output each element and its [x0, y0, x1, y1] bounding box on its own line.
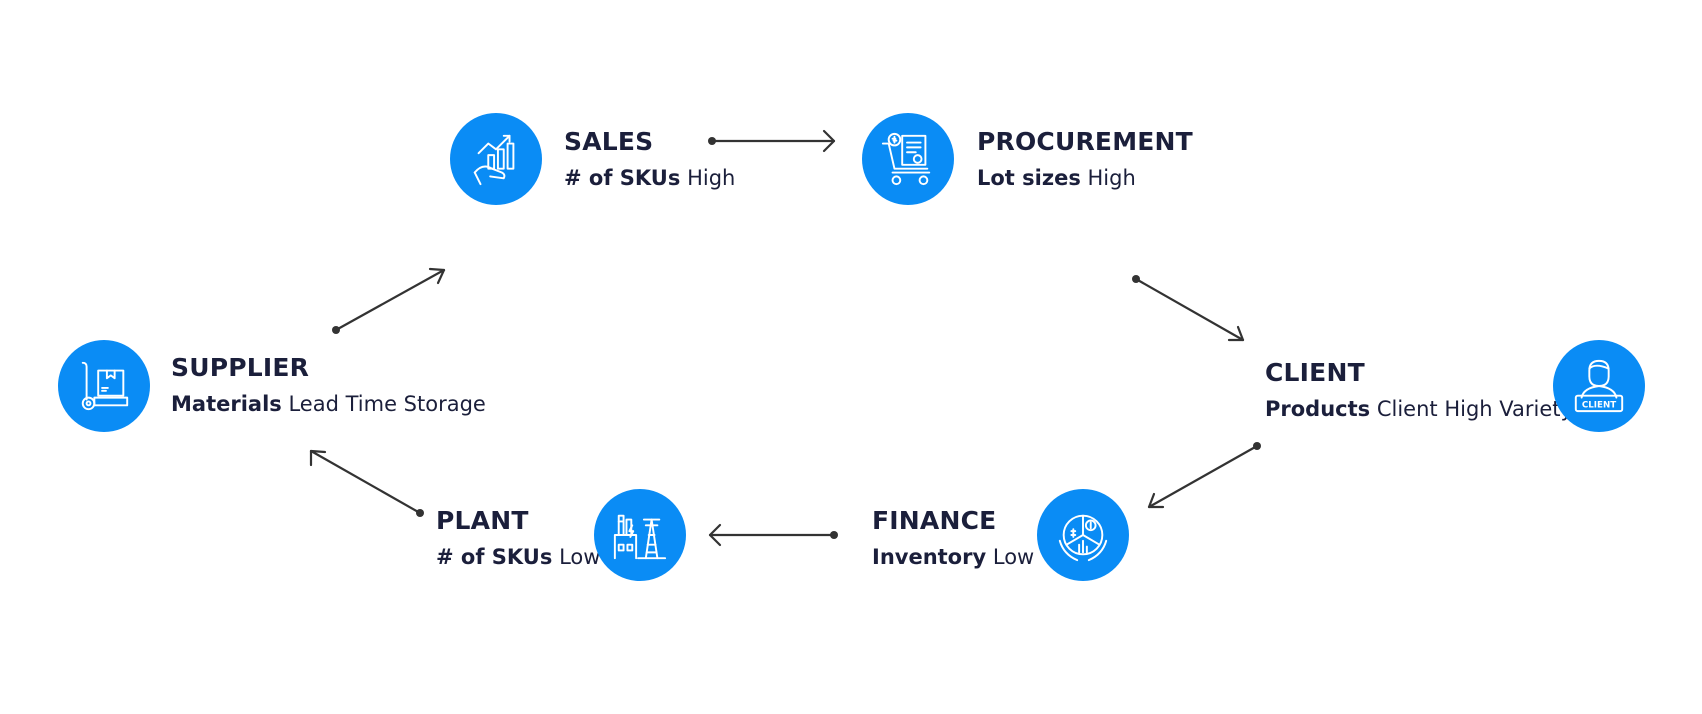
pie-chart-dollar-icon [1058, 514, 1108, 562]
procurement-value: High [1087, 166, 1136, 190]
client-label: CLIENT Products Client High Variety [1265, 358, 1573, 424]
sales-icon-circle [450, 113, 542, 205]
client-person-icon: CLIENT [1574, 359, 1624, 413]
procurement-label: PROCUREMENT Lot sizes High [977, 127, 1193, 193]
procurement-key: Lot sizes [977, 166, 1081, 190]
plant-value: Low [559, 545, 601, 569]
finance-label: FINANCE Inventory Low [872, 506, 1034, 572]
procurement-icon-circle [862, 113, 954, 205]
finance-value: Low [992, 545, 1035, 569]
hand-truck-box-icon [81, 361, 129, 411]
factory-tower-icon [613, 514, 667, 560]
cart-invoice-icon [881, 132, 931, 186]
finance-subtitle: Inventory Low [872, 542, 1034, 572]
plant-subtitle: # of SKUs Low [436, 542, 600, 572]
client-title: CLIENT [1265, 358, 1365, 387]
supplier-title: SUPPLIER [171, 353, 310, 382]
plant-key: # of SKUs [436, 545, 553, 569]
supplier-subtitle: Materials Lead Time Storage [171, 389, 486, 419]
sales-key: # of SKUs [564, 166, 681, 190]
procurement-title: PROCUREMENT [977, 127, 1193, 156]
plant-icon-circle [594, 489, 686, 581]
sales-title: SALES [564, 127, 654, 156]
finance-title: FINANCE [872, 506, 997, 535]
arrow-client-to-finance [1147, 442, 1261, 509]
supplier-label: SUPPLIER Materials Lead Time Storage [171, 353, 486, 419]
sales-label: SALES # of SKUs High [564, 127, 735, 193]
supplier-key: Materials [171, 392, 282, 416]
supplier-value: Lead Time Storage [288, 392, 486, 416]
client-icon-circle: CLIENT [1553, 340, 1645, 432]
client-icon-text: CLIENT [1582, 400, 1616, 410]
arrow-plant-to-supplier [309, 449, 424, 517]
arrow-procurement-to-client [1132, 275, 1245, 342]
plant-label: PLANT # of SKUs Low [436, 506, 600, 572]
procurement-subtitle: Lot sizes High [977, 163, 1193, 193]
client-value: Client High Variety [1376, 397, 1573, 421]
plant-title: PLANT [436, 506, 529, 535]
finance-key: Inventory [872, 545, 987, 569]
supplier-icon-circle [58, 340, 150, 432]
client-key: Products [1265, 397, 1371, 421]
arrow-finance-to-plant [708, 523, 838, 547]
hand-growth-chart-icon [473, 134, 515, 186]
sales-subtitle: # of SKUs High [564, 163, 735, 193]
finance-icon-circle [1037, 489, 1129, 581]
client-subtitle: Products Client High Variety [1265, 394, 1573, 424]
sales-value: High [687, 166, 736, 190]
arrow-supplier-to-sales [332, 267, 446, 334]
